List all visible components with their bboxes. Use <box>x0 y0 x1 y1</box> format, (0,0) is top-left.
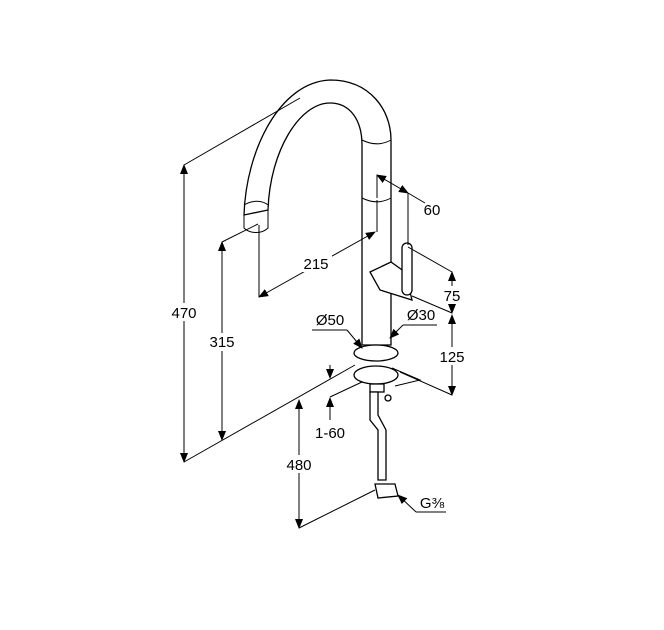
dim-outlet-height: 315 <box>209 334 234 351</box>
dimension-215: 215 <box>258 200 378 298</box>
dim-handle-offset: 60 <box>424 202 441 219</box>
dim-deck-thickness: 1-60 <box>315 425 345 442</box>
dimension-1-60: 1-60 <box>315 365 363 442</box>
dim-total-height: 470 <box>171 305 196 322</box>
dim-handle-height: 75 <box>444 288 461 305</box>
dim-connection-thread: G⅜ <box>420 495 445 512</box>
dimension-60: 60 <box>376 174 441 245</box>
dimension-75-125: 75 125 <box>399 246 468 396</box>
dim-base-diameter: Ø50 <box>316 312 344 329</box>
dim-handle-base-height: 125 <box>439 349 464 366</box>
dim-hose-length: 480 <box>286 457 311 474</box>
faucet-outline <box>243 79 422 499</box>
dimension-470: 470 <box>168 97 356 463</box>
dim-reach: 215 <box>303 256 328 273</box>
dim-body-diameter: Ø30 <box>407 307 435 324</box>
dimension-315: 315 <box>206 223 259 441</box>
dimension-connection: G⅜ <box>397 494 446 513</box>
dimension-480: 480 <box>283 399 376 529</box>
dimension-diameters: Ø50 Ø30 <box>312 307 437 349</box>
